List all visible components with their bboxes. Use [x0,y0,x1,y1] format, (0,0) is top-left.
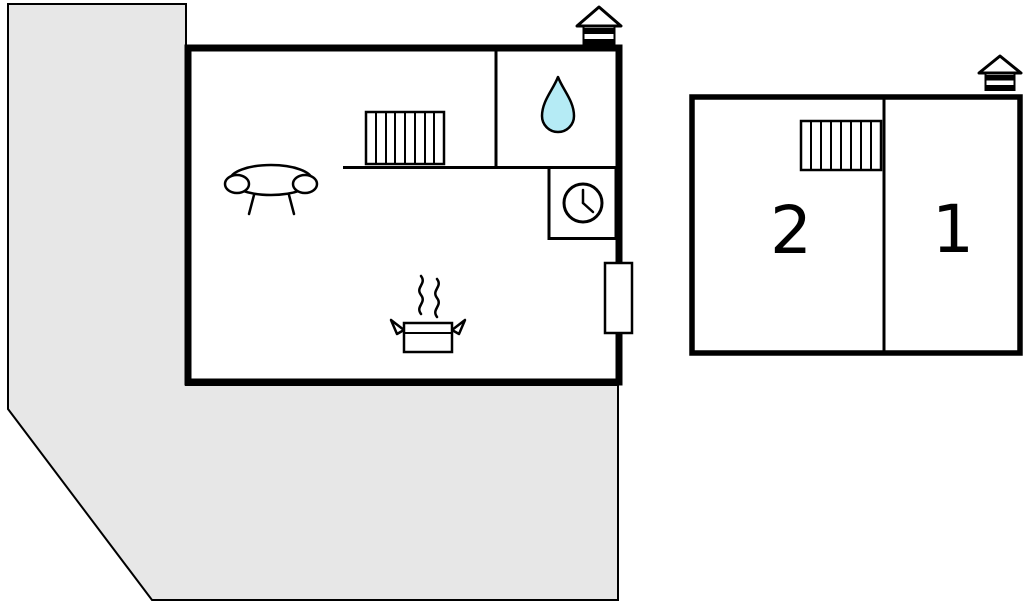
room-1-label: 1 [932,191,974,268]
stove-pot-icon [389,274,467,354]
door-icon [603,261,634,335]
room-2-label: 2 [770,192,812,269]
radiator-icon [799,119,883,172]
chimney-icon [575,5,623,46]
chimney-icon [977,54,1023,91]
water-drop-icon [540,75,576,134]
sofa-icon [223,163,319,216]
clock-icon [562,182,604,224]
radiator-icon [364,110,446,166]
